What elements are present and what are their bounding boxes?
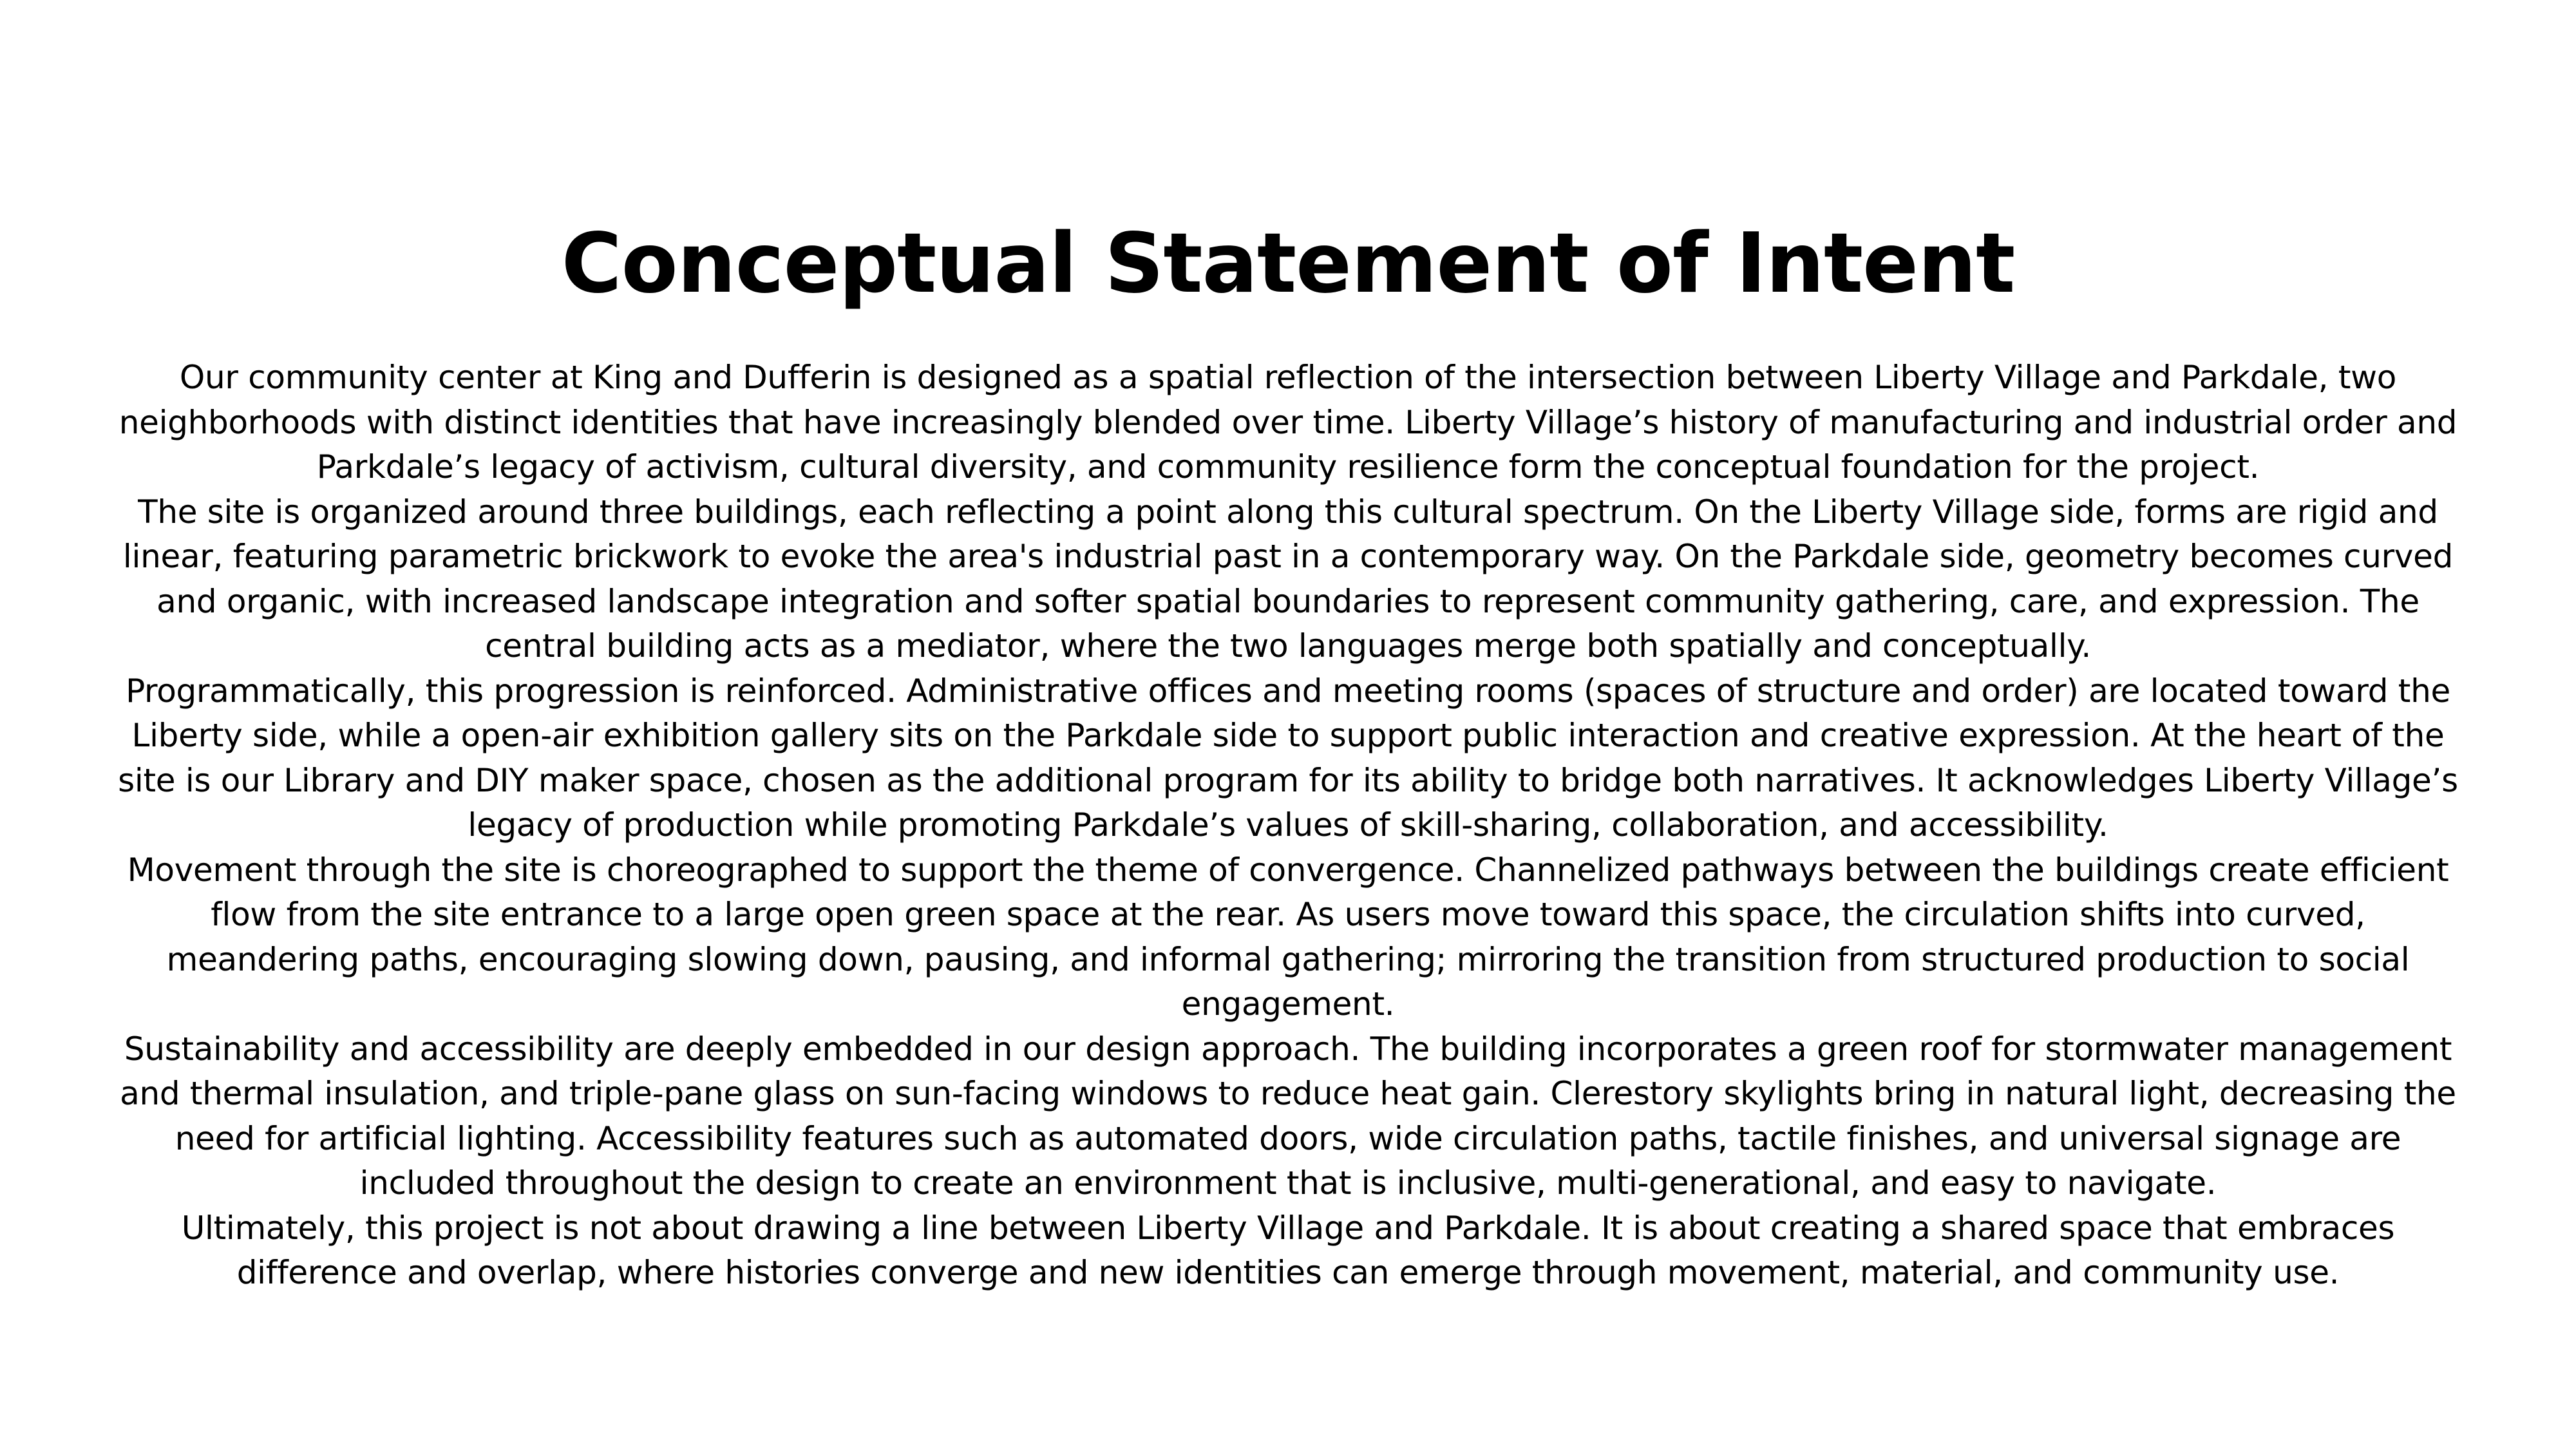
paragraph-site-organization: The site is organized around three build… bbox=[122, 493, 2454, 665]
page-title: Conceptual Statement of Intent bbox=[561, 216, 2016, 312]
paragraph-movement: Movement through the site is choreograph… bbox=[127, 851, 2449, 1023]
paragraph-sustainability: Sustainability and accessibility are dee… bbox=[120, 1030, 2456, 1202]
paragraph-context: Our community center at King and Dufferi… bbox=[118, 359, 2458, 486]
paragraph-conclusion: Ultimately, this project is not about dr… bbox=[181, 1209, 2395, 1292]
paragraph-program: Programmatically, this progression is re… bbox=[118, 672, 2458, 844]
statement-body: Our community center at King and Dufferi… bbox=[116, 355, 2460, 1296]
